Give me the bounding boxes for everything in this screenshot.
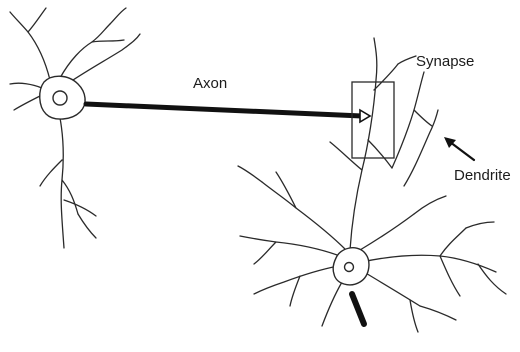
axon-terminal: [360, 110, 370, 122]
presynaptic-neuron: [10, 8, 140, 248]
axon: [86, 104, 362, 116]
dendrite-arrow: [444, 137, 474, 160]
synapse-box: [352, 82, 394, 158]
postsynaptic-nucleus: [345, 263, 354, 272]
postsynaptic-axon-stub: [352, 294, 364, 324]
axon-label: Axon: [193, 75, 227, 92]
synapse-label: Synapse: [416, 53, 474, 70]
presynaptic-dendrites: [10, 8, 140, 248]
dendrite-label: Dendrite: [454, 167, 511, 184]
presynaptic-nucleus: [53, 91, 67, 105]
